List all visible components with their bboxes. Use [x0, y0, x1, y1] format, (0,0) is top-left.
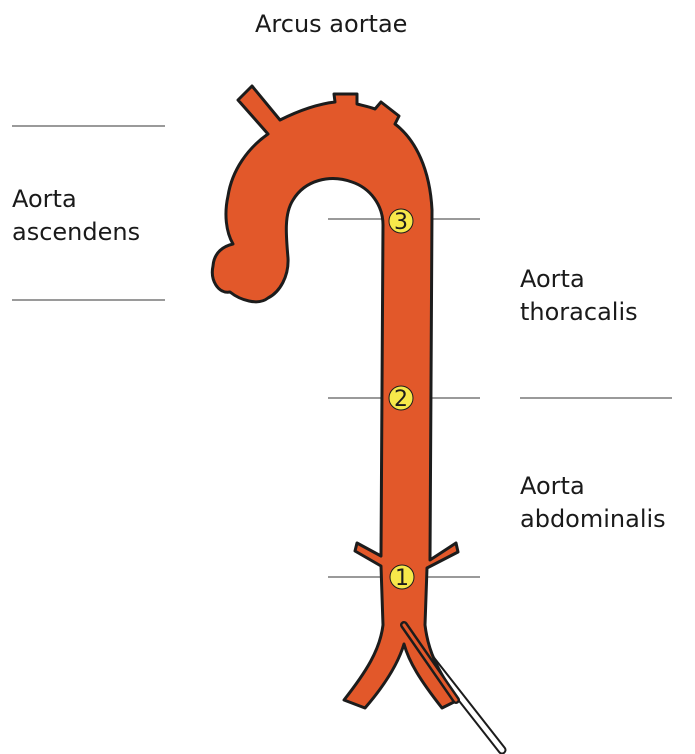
label-thoracalis-line1: Aorta: [520, 263, 638, 296]
label-ascendens-line1: Aorta: [12, 183, 140, 216]
marker-3-label: 3: [394, 210, 408, 235]
label-thoracalis-line2: thoracalis: [520, 296, 638, 329]
label-aorta-ascendens: Aorta ascendens: [12, 183, 140, 249]
label-abdominalis-line1: Aorta: [520, 470, 666, 503]
label-arcus-text: Arcus aortae: [255, 8, 407, 41]
marker-2-label: 2: [394, 387, 408, 412]
label-aorta-abdominalis: Aorta abdominalis: [520, 470, 666, 536]
label-abdominalis-line2: abdominalis: [520, 503, 666, 536]
label-arcus-aortae: Arcus aortae: [255, 8, 407, 41]
marker-1-label: 1: [395, 566, 409, 591]
label-ascendens-line2: ascendens: [12, 216, 140, 249]
label-aorta-thoracalis: Aorta thoracalis: [520, 263, 638, 329]
